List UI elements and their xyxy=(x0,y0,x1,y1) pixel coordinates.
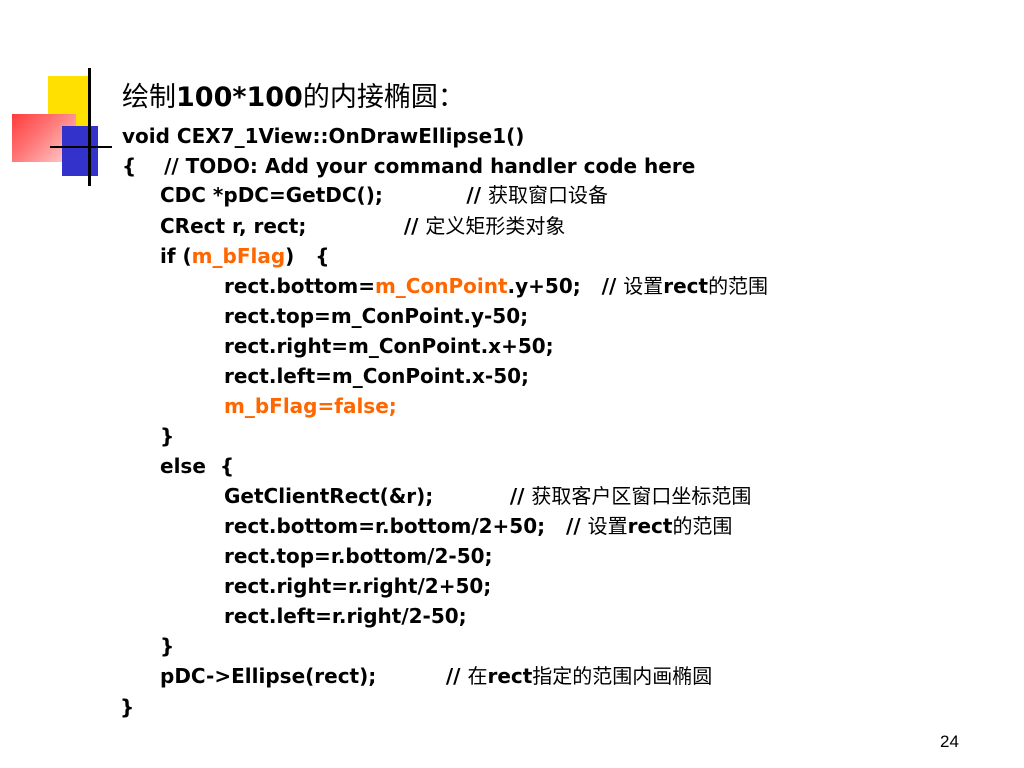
code-text: rect.top=r.bottom/2-50; xyxy=(224,544,493,568)
code-text: rect.left=r.right/2-50; xyxy=(224,604,467,628)
highlighted-code: m_ConPoint xyxy=(374,274,508,298)
code-line: CDC *pDC=GetDC(); // 获取窗口设备 xyxy=(160,181,608,209)
code-line: rect.top=r.bottom/2-50; xyxy=(224,542,493,570)
code-text: rect.bottom=r.bottom/2+50; // xyxy=(224,514,588,538)
decor-horizontal-line xyxy=(50,146,112,148)
code-text: rect xyxy=(487,664,533,688)
code-line: { // TODO: Add your command handler code… xyxy=(122,152,695,180)
code-line: rect.bottom=r.bottom/2+50; // 设置rect的范围 xyxy=(224,512,732,540)
title-prefix: 绘制 xyxy=(122,82,176,113)
code-line: else { xyxy=(160,452,234,480)
code-text: rect.bottom= xyxy=(224,274,375,298)
code-text: } xyxy=(160,424,175,448)
code-line: rect.left=r.right/2-50; xyxy=(224,602,467,630)
comment-text: 设置 xyxy=(587,514,628,538)
code-text: rect.right=r.right/2+50; xyxy=(224,574,492,598)
code-text: .y+50; // xyxy=(507,274,624,298)
code-line: } xyxy=(160,632,174,660)
code-text: rect xyxy=(663,274,709,298)
comment-text: 获取客户区窗口坐标范围 xyxy=(531,484,752,508)
code-text: } xyxy=(160,634,175,658)
code-line: rect.bottom=m_ConPoint.y+50; // 设置rect的范… xyxy=(224,272,768,300)
comment-text: 在 xyxy=(467,664,488,688)
comment-text: 设置 xyxy=(623,274,664,298)
code-text: if ( xyxy=(160,244,192,268)
code-line: rect.top=m_ConPoint.y-50; xyxy=(224,302,528,330)
code-line: GetClientRect(&r); // 获取客户区窗口坐标范围 xyxy=(224,482,751,510)
comment-text: 获取窗口设备 xyxy=(487,183,608,207)
title-bold: 100*100 xyxy=(176,82,303,113)
comment-text: 定义矩形类对象 xyxy=(425,214,566,238)
code-text: CDC *pDC=GetDC(); // xyxy=(160,183,488,207)
code-text: rect xyxy=(627,514,673,538)
slide-title: 绘制100*100的内接椭圆： xyxy=(122,84,465,112)
code-text: ) { xyxy=(285,244,330,268)
code-text: { // TODO: Add your command handler code… xyxy=(122,154,696,178)
code-text: rect.top=m_ConPoint.y-50; xyxy=(224,304,529,328)
code-text: } xyxy=(120,695,135,719)
code-line: } xyxy=(160,422,174,450)
code-text: GetClientRect(&r); // xyxy=(224,484,532,508)
code-line: } xyxy=(120,693,134,721)
code-text: rect.right=m_ConPoint.x+50; xyxy=(224,334,554,358)
code-line: rect.right=m_ConPoint.x+50; xyxy=(224,332,554,360)
decor-vertical-line xyxy=(88,68,91,186)
highlighted-code: m_bFlag=false; xyxy=(224,394,397,418)
comment-text: 的范围 xyxy=(672,514,733,538)
highlighted-code: m_bFlag xyxy=(191,244,286,268)
code-line: m_bFlag=false; xyxy=(224,392,397,420)
decor-blue-square xyxy=(62,126,98,176)
code-line: void CEX7_1View::OnDrawEllipse1() xyxy=(122,122,524,150)
code-line: if (m_bFlag) { xyxy=(160,242,329,270)
code-line: CRect r, rect; // 定义矩形类对象 xyxy=(160,212,565,240)
page-number: 24 xyxy=(940,732,959,751)
code-line: rect.left=m_ConPoint.x-50; xyxy=(224,362,529,390)
code-line: pDC->Ellipse(rect); // 在rect指定的范围内画椭圆 xyxy=(160,662,712,690)
code-text: CRect r, rect; // xyxy=(160,214,426,238)
code-line: rect.right=r.right/2+50; xyxy=(224,572,491,600)
code-text: pDC->Ellipse(rect); // xyxy=(160,664,468,688)
code-text: void CEX7_1View::OnDrawEllipse1() xyxy=(122,124,525,148)
comment-text: 的范围 xyxy=(708,274,769,298)
code-text: rect.left=m_ConPoint.x-50; xyxy=(224,364,530,388)
title-suffix: 的内接椭圆： xyxy=(302,82,465,113)
comment-text: 指定的范围内画椭圆 xyxy=(532,664,713,688)
code-text: else { xyxy=(160,454,235,478)
